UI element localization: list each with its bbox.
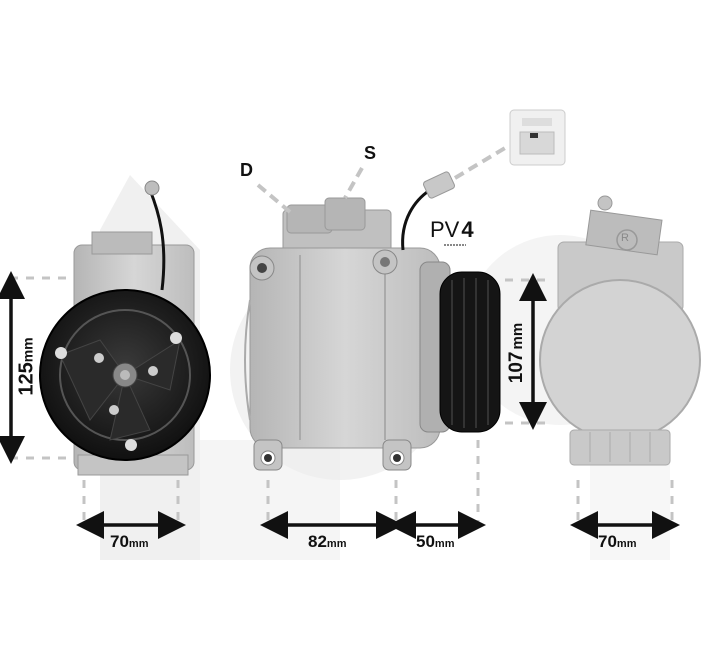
rear-height-label: 107mm [506,308,528,398]
body-length-label: 82mm [308,532,346,552]
connector-plug [509,109,566,166]
registered-mark: R [621,232,629,244]
front-width-label: 70mm [110,532,148,552]
pulley-type-label: PV4 [430,217,474,243]
rear-height-unit: mm [509,322,526,350]
front-height-value: 125 [15,362,38,396]
pulley-type-text: PV [430,217,460,242]
side-view [244,109,566,471]
body-length-unit: mm [326,538,347,550]
front-width-value: 70 [110,532,129,551]
pulley-length-unit: mm [434,538,455,550]
discharge-port-label: D [240,160,253,180]
rear-height-value: 107 [506,351,527,384]
suction-port-label: S [364,143,377,163]
pulley-grooves: 4 [461,217,474,242]
front-width-unit: mm [128,538,149,550]
front-clutch-view [39,180,211,476]
rear-width-unit: mm [616,538,637,550]
rear-view [539,195,701,466]
pulley-length-value: 50 [416,532,435,551]
body-length-value: 82 [308,532,327,551]
rear-width-label: 70mm [598,532,636,552]
front-height-label: 125mm [16,322,39,412]
pulley-length-label: 50mm [416,532,454,552]
front-height-unit: mm [19,337,36,363]
dimension-lines [0,271,680,539]
rear-width-value: 70 [598,532,617,551]
